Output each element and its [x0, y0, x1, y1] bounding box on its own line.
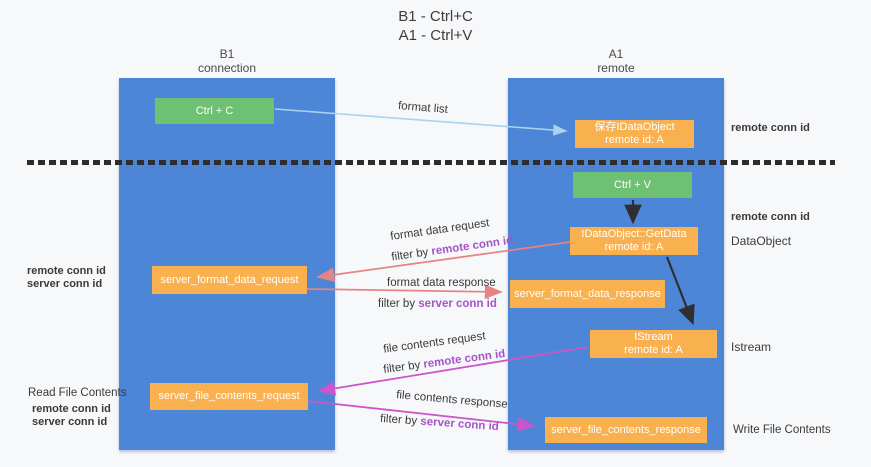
title-line-1: B1 - Ctrl+C	[398, 8, 473, 25]
node-server-file-contents-response: server_file_contents_response	[545, 417, 707, 443]
node-ctrl-v: Ctrl + V	[573, 172, 692, 198]
filter-by-text: filter by	[390, 246, 430, 264]
node-save-idataobject: 保存IDataObject remote id: A	[575, 120, 694, 148]
lane-a1-name: A1	[608, 47, 624, 61]
node-istream: IStream remote id: A	[590, 330, 717, 358]
node-file-response-label: server_file_contents_response	[551, 423, 701, 436]
side-label-write-file-contents: Write File Contents	[733, 424, 831, 436]
node-ctrl-c: Ctrl + C	[155, 98, 274, 124]
edge-label-filter-server-1: filter by server conn id	[378, 298, 497, 310]
node-istream-line2: remote id: A	[624, 344, 683, 356]
node-server-format-data-response: server_format_data_response	[510, 280, 665, 308]
node-file-request-label: server_file_contents_request	[158, 390, 300, 402]
edge-label-format-list: format list	[397, 100, 449, 116]
server-conn-id-text: server conn id	[419, 415, 500, 434]
side-label-read-file-contents: Read File Contents	[28, 387, 127, 399]
node-server-file-contents-request: server_file_contents_request	[150, 383, 308, 410]
diagram-title: B1 - Ctrl+C A1 - Ctrl+V	[0, 7, 871, 45]
side-label-remote-conn-id-mid: remote conn id	[731, 211, 810, 223]
lane-b1-sub: connection	[197, 61, 257, 75]
side-label-remote-conn-id-top: remote conn id	[731, 122, 810, 134]
node-getdata-line1: IDataObject::GetData	[581, 228, 687, 240]
edge-label-format-data-response: format data response	[387, 277, 496, 289]
dashed-separator	[27, 160, 835, 165]
filter-by-text: filter by	[378, 298, 416, 310]
side-label-left-server-conn-id-mid: server conn id	[27, 278, 103, 290]
lane-header-b1: B1 connection	[119, 47, 335, 75]
side-label-dataobject: DataObject	[731, 234, 792, 248]
edge-label-filter-server-2: filter by server conn id	[380, 413, 499, 433]
lane-a1-sub: remote	[597, 61, 635, 75]
title-line-2: A1 - Ctrl+V	[398, 27, 473, 44]
node-ctrl-v-label: Ctrl + V	[614, 178, 651, 191]
edge-format-data-response	[306, 284, 503, 299]
remote-conn-id-text: remote conn id	[430, 234, 514, 258]
side-label-left-server-conn-id-bottom: server conn id	[32, 416, 108, 428]
node-istream-line1: IStream	[634, 331, 673, 343]
server-conn-id-text: server conn id	[418, 298, 497, 310]
edge-label-file-contents-response: file contents response	[395, 389, 509, 411]
node-server-format-data-request: server_format_data_request	[152, 266, 307, 294]
side-label-left-remote-conn-id-mid: remote conn id	[27, 265, 106, 277]
filter-by-text: filter by	[379, 412, 418, 428]
node-ctrl-c-label: Ctrl + C	[195, 104, 234, 117]
node-format-request-label: server_format_data_request	[160, 273, 299, 286]
lane-header-a1: A1 remote	[508, 47, 724, 75]
remote-conn-id-text: remote conn id	[422, 348, 506, 371]
lane-b1-name: B1	[219, 47, 235, 61]
node-format-response-label: server_format_data_response	[514, 287, 661, 300]
node-idataobject-getdata: IDataObject::GetData remote id: A	[570, 227, 698, 255]
node-getdata-line2: remote id: A	[604, 241, 664, 253]
filter-by-text: filter by	[382, 359, 422, 376]
node-save-idataobject-line1: 保存IDataObject	[594, 121, 675, 133]
side-label-left-remote-conn-id-bottom: remote conn id	[32, 403, 111, 415]
node-save-idataobject-line2: remote id: A	[605, 134, 664, 146]
side-label-istream: Istream	[731, 340, 772, 354]
